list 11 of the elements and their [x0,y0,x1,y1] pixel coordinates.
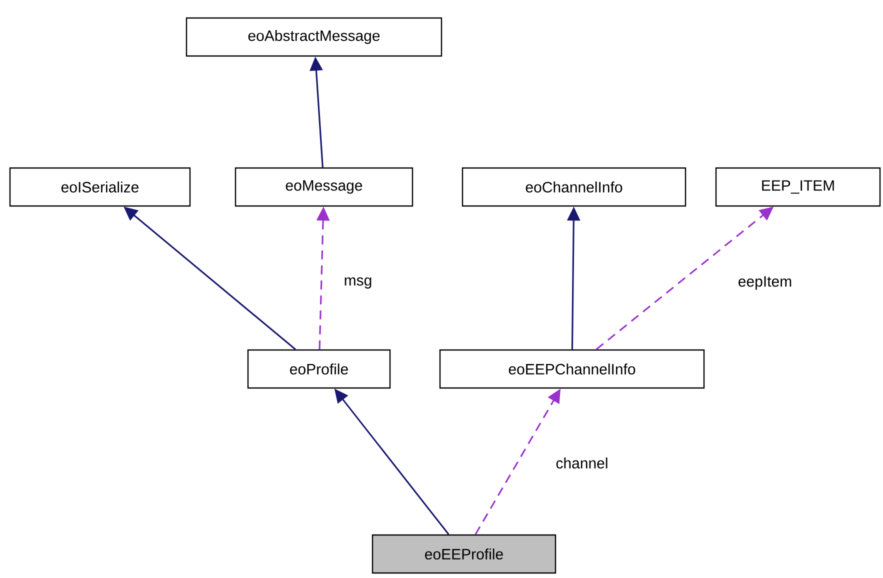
class-box: eoISerialize [9,167,191,207]
edge-label: channel [554,456,610,470]
class-box: EEP_ITEM [715,167,881,207]
class-box: eoChannelInfo [462,167,686,207]
class-box: eoEEPChannelInfo [439,349,705,389]
edge-label: eepItem [736,275,794,291]
class-box: eoMessage [234,167,414,207]
class-box: eoEEProfile [372,534,556,574]
edge-label: msg [342,276,374,290]
class-box: eoAbstractMessage [186,17,442,57]
class-box: eoProfile [247,349,391,389]
